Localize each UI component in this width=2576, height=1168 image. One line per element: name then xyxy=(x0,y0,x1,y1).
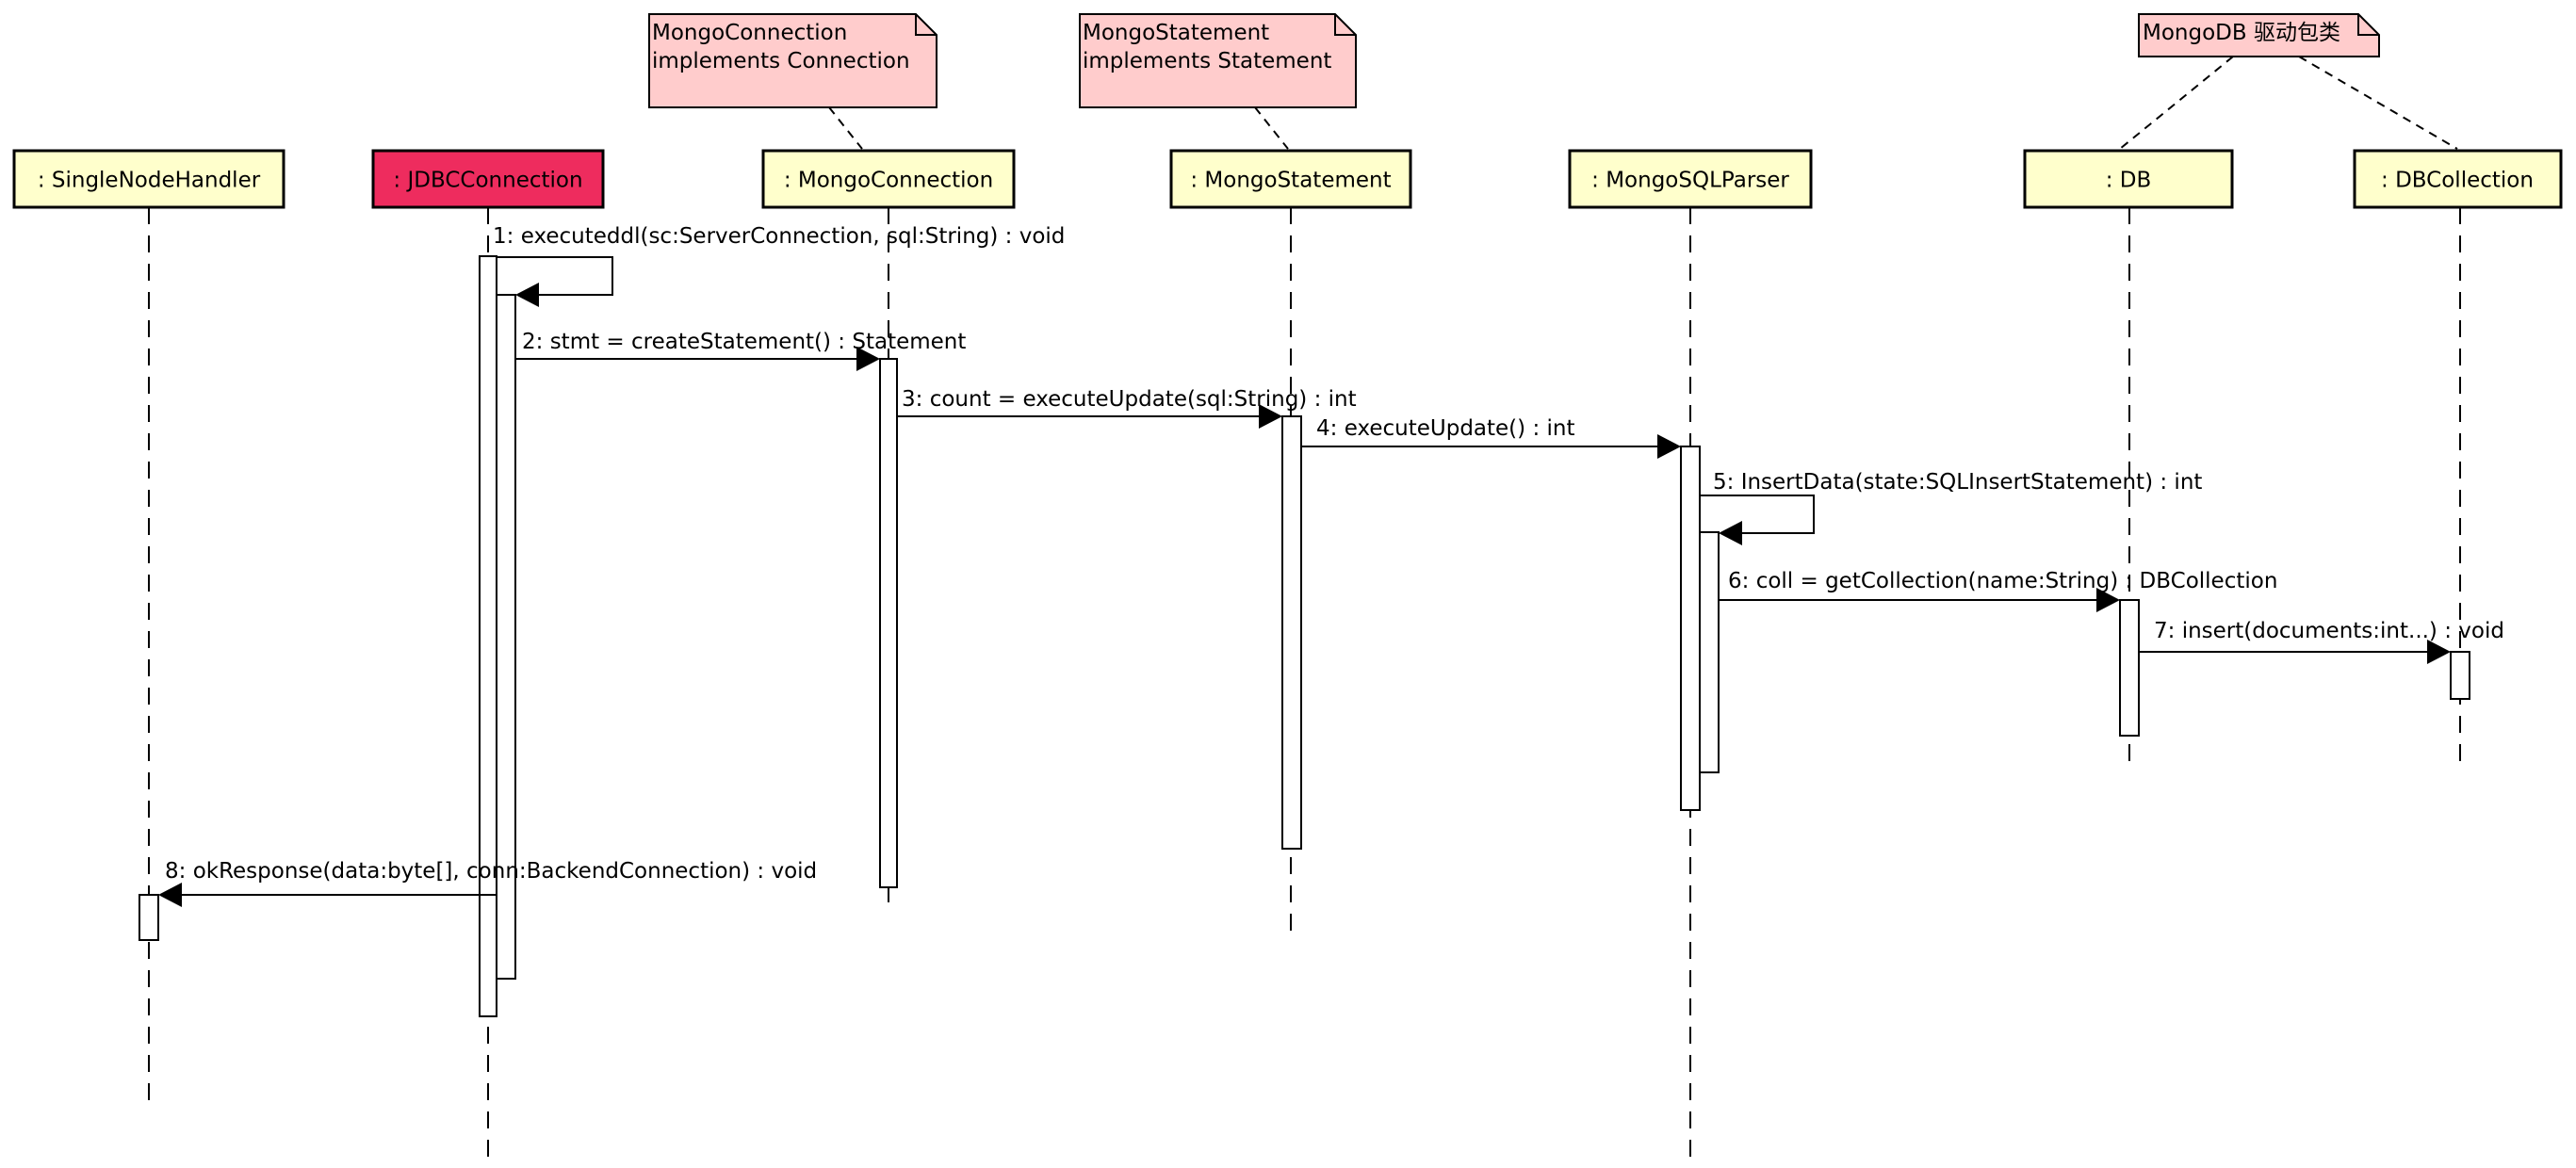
participant-mongo-statement[interactable]: : MongoStatement xyxy=(1169,149,1412,209)
activation-jdbc-connection-outer xyxy=(479,255,497,1017)
participant-label: : MongoStatement xyxy=(1190,169,1391,193)
participant-jdbc-connection[interactable]: : JDBCConnection xyxy=(371,149,605,209)
message-labels: 1: executeddl(sc:ServerConnection, sql:S… xyxy=(165,224,2504,884)
message-arrows xyxy=(179,256,2430,896)
message-5-label: 5: InsertData(state:SQLInsertStatement) … xyxy=(1713,470,2202,495)
message-1-arrowhead xyxy=(515,283,539,307)
activation-mongo-sql-parser-outer xyxy=(1680,446,1701,811)
note-connector-mongo-statement xyxy=(1254,106,1289,150)
participant-db-collection[interactable]: : DBCollection xyxy=(2353,149,2563,209)
note-line: MongoDB 驱动包类 xyxy=(2143,21,2340,45)
note-shape xyxy=(648,13,937,108)
note-mongo-statement: MongoStatement implements Statement xyxy=(1079,13,1357,108)
note-line: MongoStatement xyxy=(1083,21,1269,45)
message-2-label: 2: stmt = createStatement() : Statement xyxy=(522,330,966,354)
note-connector-db-collection xyxy=(2298,56,2458,150)
note-connectors xyxy=(828,56,2458,150)
participant-label: : DBCollection xyxy=(2381,169,2534,193)
message-1-line xyxy=(497,256,613,296)
message-3-arrowhead xyxy=(1259,404,1282,429)
message-8-label: 8: okResponse(data:byte[], conn:BackendC… xyxy=(165,859,817,884)
note-shape xyxy=(1079,13,1357,108)
message-4-arrowhead xyxy=(1657,434,1681,459)
note-mongo-connection: MongoConnection implements Connection xyxy=(648,13,937,108)
note-line: implements Connection xyxy=(652,49,910,73)
message-6-arrowhead xyxy=(2096,588,2120,612)
activation-db-collection xyxy=(2450,651,2470,700)
note-line: implements Statement xyxy=(1083,49,1331,73)
participant-label: : JDBCConnection xyxy=(393,169,582,193)
message-2-arrowhead xyxy=(856,347,880,371)
message-5-line xyxy=(1700,495,1815,534)
note-line: MongoConnection xyxy=(652,21,847,45)
message-7-arrowhead xyxy=(2427,640,2451,664)
message-5-arrowhead xyxy=(1719,521,1742,545)
note-fold xyxy=(915,14,937,36)
participant-label: : SingleNodeHandler xyxy=(38,169,261,193)
message-6-label: 6: coll = getCollection(name:String) : D… xyxy=(1728,569,2277,593)
message-3-label: 3: count = executeUpdate(sql:String) : i… xyxy=(902,387,1357,412)
activation-mongo-connection xyxy=(879,358,898,888)
participant-db[interactable]: : DB xyxy=(2023,149,2234,209)
arrowheads xyxy=(158,283,2451,907)
participant-label: : DB xyxy=(2106,169,2152,193)
note-shape xyxy=(2138,13,2380,57)
message-8-arrowhead xyxy=(158,883,182,907)
participant-label: : MongoSQLParser xyxy=(1591,169,1789,193)
activations xyxy=(139,255,2470,1017)
note-mongodb-driver: MongoDB 驱动包类 xyxy=(2138,13,2380,57)
note-fold xyxy=(2357,14,2379,36)
participant-mongo-sql-parser[interactable]: : MongoSQLParser xyxy=(1568,149,1813,209)
participant-label: : MongoConnection xyxy=(784,169,993,193)
note-fold xyxy=(1334,14,1356,36)
activation-mongo-sql-parser-inner xyxy=(1699,531,1720,773)
activation-single-node-handler xyxy=(139,894,159,941)
activation-db xyxy=(2119,599,2140,737)
message-1-label: 1: executeddl(sc:ServerConnection, sql:S… xyxy=(493,224,1065,249)
message-4-label: 4: executeUpdate() : int xyxy=(1316,416,1574,441)
note-connector-mongo-connection xyxy=(828,106,863,150)
activation-jdbc-connection-inner xyxy=(496,294,516,980)
activation-mongo-statement xyxy=(1281,415,1302,850)
participant-mongo-connection[interactable]: : MongoConnection xyxy=(761,149,1016,209)
message-7-label: 7: insert(documents:int...) : void xyxy=(2154,619,2504,643)
participant-single-node-handler[interactable]: : SingleNodeHandler xyxy=(12,149,285,209)
participants: : SingleNodeHandler : JDBCConnection : M… xyxy=(12,149,2563,209)
note-connector-db xyxy=(2119,56,2234,150)
